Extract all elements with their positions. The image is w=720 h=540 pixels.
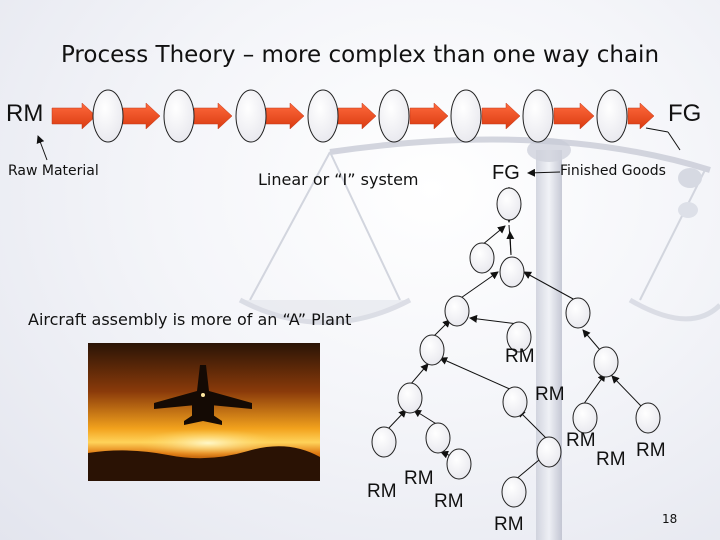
chain-arrow	[481, 102, 521, 130]
chain-node	[163, 89, 195, 143]
chain-arrow	[121, 102, 161, 130]
tree-node	[635, 402, 661, 434]
chain-node	[92, 89, 124, 143]
finished-goods-caption: Finished Goods	[560, 163, 666, 179]
raw-material-pointer	[36, 135, 48, 161]
tree-nodes	[371, 187, 661, 508]
tree-node	[371, 426, 397, 458]
chain-arrow	[627, 102, 655, 130]
tree-node	[501, 476, 527, 508]
tree-node	[536, 436, 562, 468]
tree-node	[593, 346, 619, 378]
tree-node	[565, 297, 591, 329]
chain-arrow	[51, 102, 97, 130]
tree-node	[397, 382, 423, 414]
chain-node	[450, 89, 482, 143]
tree-node	[572, 402, 598, 434]
rm-label: RM	[494, 514, 524, 535]
tree-top-label: FG	[492, 162, 520, 184]
tree-node	[502, 386, 528, 418]
rm-label: RM	[505, 346, 535, 367]
chain-node	[596, 89, 628, 143]
chain-node	[522, 89, 554, 143]
slide-title: Process Theory – more complex than one w…	[60, 42, 660, 68]
chain-end-label: FG	[668, 100, 702, 127]
page-number: 18	[662, 512, 678, 526]
chain-arrow	[409, 102, 449, 130]
linear-system-caption: Linear or “I” system	[258, 170, 419, 189]
chain-node	[378, 89, 410, 143]
tree-node	[446, 448, 472, 480]
raw-material-caption: Raw Material	[8, 163, 99, 179]
chain-start-label: RM	[6, 100, 44, 127]
chain-arrow	[337, 102, 377, 130]
chain-arrow	[193, 102, 233, 130]
tree-node	[444, 295, 470, 327]
linear-chain	[36, 89, 681, 161]
rm-label: RM	[535, 384, 565, 405]
chain-node	[235, 89, 267, 143]
rm-label: RM	[596, 449, 626, 470]
chain-arrow	[265, 102, 305, 130]
tree-node	[506, 321, 532, 353]
rm-label: RM	[367, 481, 397, 502]
rm-label: RM	[404, 468, 434, 489]
tree-node	[496, 187, 522, 221]
tree-node	[469, 242, 495, 274]
a-plant-caption: Aircraft assembly is more of an “A” Plan…	[28, 310, 352, 329]
rm-label: RM	[636, 440, 666, 461]
tree-node	[425, 422, 451, 454]
tree-node	[419, 334, 445, 366]
rm-label: RM	[434, 491, 464, 512]
rm-label: RM	[566, 430, 596, 451]
fighter-jet-sunset-photo	[88, 343, 320, 481]
chain-node	[307, 89, 339, 143]
tree-node	[499, 256, 525, 288]
finished-goods-end-pointer	[667, 131, 681, 151]
chain-arrow	[553, 102, 595, 130]
finished-goods-end-pointer-2	[645, 127, 669, 133]
